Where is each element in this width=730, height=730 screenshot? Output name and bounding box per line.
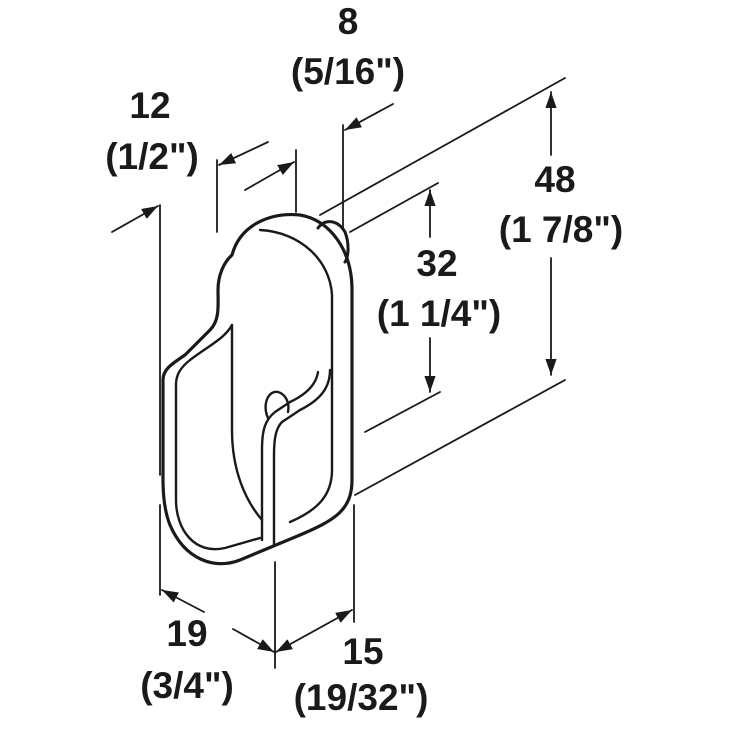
bracket-body	[161, 212, 354, 566]
dim-pin-depth-inch: (5/16")	[290, 51, 406, 92]
dim-width-top-mm: 12	[129, 85, 171, 126]
extension-lines	[159, 77, 566, 669]
dim-overall-width-inch: (3/4")	[140, 665, 234, 706]
dim-overall-height-mm: 48	[534, 159, 576, 200]
dim-depth-inch: (19/32")	[293, 677, 429, 718]
dim-depth-mm: 15	[342, 631, 384, 672]
dim-overall-width-mm: 19	[166, 613, 208, 654]
dimension-arrows	[111, 91, 557, 653]
dim-pin-depth-mm: 8	[337, 1, 359, 42]
dim-overall-height-inch: (1 7/8")	[498, 209, 624, 250]
bracket-inner-lines	[174, 228, 334, 551]
dim-inner-height-mm: 32	[416, 243, 458, 284]
dim-inner-height-inch: (1 1/4")	[376, 293, 502, 334]
dim-width-top-inch: (1/2")	[105, 136, 199, 177]
